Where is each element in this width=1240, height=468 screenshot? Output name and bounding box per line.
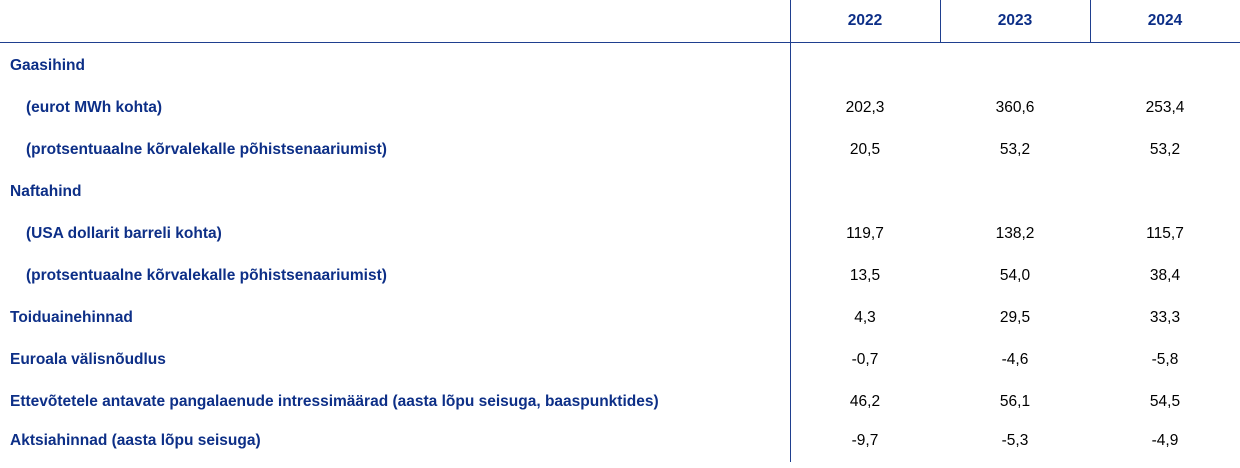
value-2022: 13,5 xyxy=(849,267,881,284)
table-row: Gaasihind xyxy=(0,45,1240,87)
row-label: (protsentuaalne kõrvalekalle põhistsenaa… xyxy=(26,141,387,158)
table-row: Euroala välisnõudlus -0,7 -4,6 -5,8 xyxy=(0,339,1240,381)
row-label: Naftahind xyxy=(10,183,82,200)
value-2022: 202,3 xyxy=(845,99,885,116)
value-2024: 54,5 xyxy=(1149,393,1181,410)
value-2022: -9,7 xyxy=(851,432,879,449)
year-2023-header: 2023 xyxy=(997,12,1033,29)
value-2023: -5,3 xyxy=(1001,432,1029,449)
value-2024: -5,8 xyxy=(1151,351,1179,368)
value-2024: 53,2 xyxy=(1149,141,1181,158)
table-row: (USA dollarit barreli kohta) 119,7 138,2… xyxy=(0,213,1240,255)
table-row: Aktsiahinnad (aasta lõpu seisuga) -9,7 -… xyxy=(0,420,1240,462)
row-label: Euroala välisnõudlus xyxy=(10,351,166,368)
table-row: Ettevõtetele antavate pangalaenude intre… xyxy=(0,381,1240,423)
value-2023: 360,6 xyxy=(995,99,1035,116)
table-row: (protsentuaalne kõrvalekalle põhistsenaa… xyxy=(0,129,1240,171)
value-2024: 115,7 xyxy=(1146,225,1184,242)
value-2023: 56,1 xyxy=(999,393,1031,410)
row-label: (eurot MWh kohta) xyxy=(26,99,163,116)
value-2023: -4,6 xyxy=(1001,351,1029,368)
value-2024: -4,9 xyxy=(1151,432,1179,449)
value-2024: 33,3 xyxy=(1149,309,1181,326)
table-header: 2022 2023 2024 xyxy=(0,0,1240,43)
value-2023: 138,2 xyxy=(995,225,1035,242)
table-row: (protsentuaalne kõrvalekalle põhistsenaa… xyxy=(0,255,1240,297)
label-column-divider xyxy=(790,0,791,462)
header-divider-1 xyxy=(940,0,941,42)
row-label: (protsentuaalne kõrvalekalle põhistsenaa… xyxy=(26,267,387,284)
table-row: (eurot MWh kohta) 202,3 360,6 253,4 xyxy=(0,87,1240,129)
year-2024-header: 2024 xyxy=(1147,12,1183,29)
value-2023: 53,2 xyxy=(999,141,1031,158)
value-2022: 4,3 xyxy=(854,309,876,326)
value-2024: 253,4 xyxy=(1145,99,1185,116)
row-label: (USA dollarit barreli kohta) xyxy=(26,225,222,242)
value-2022: 20,5 xyxy=(849,141,881,158)
value-2022: 119,7 xyxy=(846,225,884,242)
table-row: Toiduainehinnad 4,3 29,5 33,3 xyxy=(0,297,1240,339)
value-2023: 54,0 xyxy=(999,267,1031,284)
table-row: Naftahind xyxy=(0,171,1240,213)
value-2024: 38,4 xyxy=(1149,267,1181,284)
row-label: Toiduainehinnad xyxy=(10,309,133,326)
row-label: Aktsiahinnad (aasta lõpu seisuga) xyxy=(10,432,261,449)
header-divider-2 xyxy=(1090,0,1091,42)
value-2022: -0,7 xyxy=(851,351,879,368)
value-2022: 46,2 xyxy=(849,393,881,410)
row-label: Gaasihind xyxy=(10,57,85,74)
row-label: Ettevõtetele antavate pangalaenude intre… xyxy=(10,393,659,410)
value-2023: 29,5 xyxy=(999,309,1031,326)
year-2022-header: 2022 xyxy=(847,12,883,29)
